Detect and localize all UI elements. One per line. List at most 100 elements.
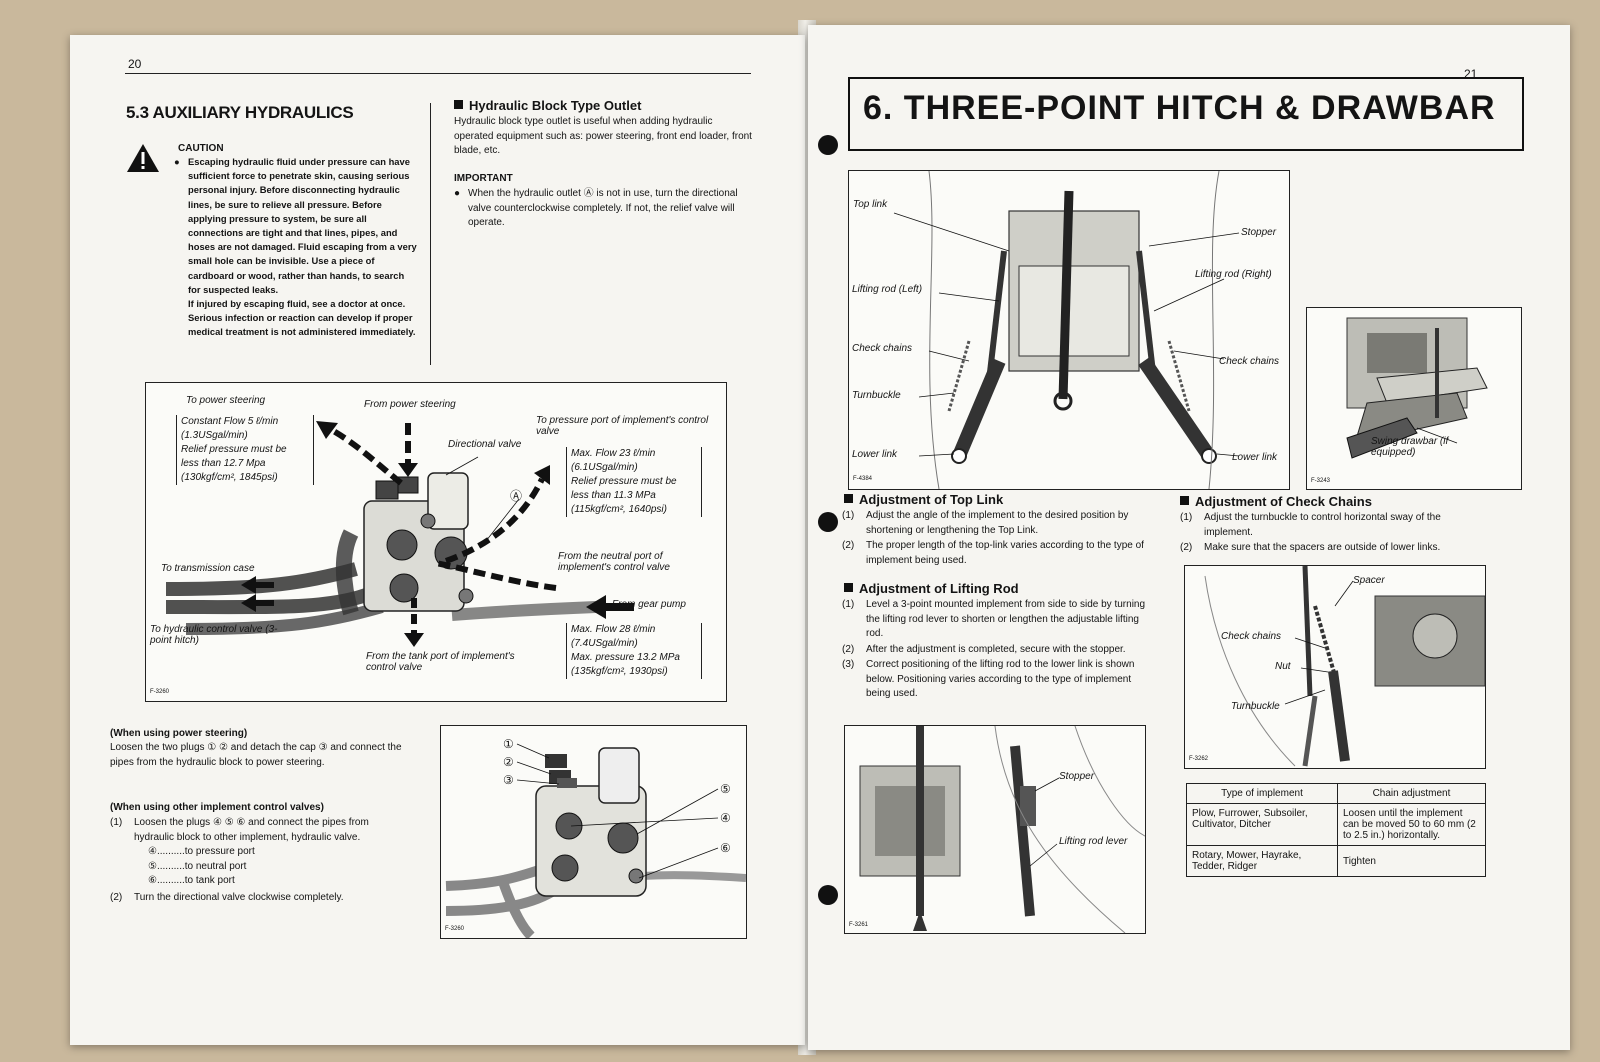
caution-icon <box>127 144 159 172</box>
table-cell: Loosen until the implement can be moved … <box>1337 803 1486 846</box>
label-swing-drawbar: Swing drawbar (if equipped) <box>1371 436 1449 458</box>
step-number: (2) <box>842 540 855 551</box>
table-header: Type of implement <box>1186 783 1338 804</box>
spec-line: Max. Flow 23 ℓ/min <box>571 448 656 459</box>
figure-number: F-3262 <box>1189 756 1209 762</box>
important-heading: IMPORTANT <box>454 173 513 184</box>
table-row: Plow, Furrower, Subsoiler, Cultivator, D… <box>1186 803 1486 846</box>
step: (3) Correct positioning of the lifting ro… <box>842 658 1152 702</box>
outlet-heading-text: Hydraulic Block Type Outlet <box>469 98 642 113</box>
callout-6: ⑥ <box>720 841 731 855</box>
port-item: ⑥..........to tank port <box>148 875 235 886</box>
column-divider <box>430 103 431 365</box>
step-number: (2) <box>110 891 123 903</box>
chapter-title-box <box>848 77 1524 151</box>
figure-number: F-4384 <box>853 476 873 482</box>
hitch-drawing <box>893 171 1240 489</box>
label-to-hydraulic-control: To hydraulic control valve (3-point hitc… <box>150 624 278 646</box>
binder-hole <box>818 885 838 905</box>
power-steering-text: Loosen the two plugs ① ② and detach the … <box>110 742 402 768</box>
important-body: When the hydraulic outlet Ⓐ is not in us… <box>468 188 738 228</box>
label-check-chains-left: Check chains <box>852 343 913 354</box>
step: (1) Adjust the turnbuckle to control hori… <box>1180 511 1490 540</box>
callout-2: ② <box>503 755 514 769</box>
spec-line: (7.4USgal/min) <box>571 638 638 649</box>
hydraulic-block-drawing <box>165 421 634 647</box>
label-from-gear-pump: From gear pump <box>612 599 686 610</box>
label-nut: Nut <box>1275 661 1291 672</box>
other-valves-heading: (When using other implement control valv… <box>110 802 324 813</box>
label-lower-link-left: Lower link <box>852 449 898 460</box>
lifting-rod-drawing <box>859 726 1145 933</box>
label-outlet-a: Ⓐ <box>510 489 523 503</box>
label-turnbuckle: Turnbuckle <box>852 390 901 401</box>
figure-number: F-3260 <box>445 926 465 932</box>
lifting-rod-diagram: Stopper Lifting rod lever F-3261 <box>844 725 1146 934</box>
drawbar-drawing <box>1346 317 1488 459</box>
table-cell: Rotary, Mower, Hayrake, Tedder, Ridger <box>1186 845 1338 877</box>
label-from-tank-port: From the tank port of implement's contro… <box>366 651 515 673</box>
swing-drawbar-diagram: Swing drawbar (if equipped) F-3243 <box>1306 307 1522 490</box>
figure-number: F-3243 <box>1311 478 1331 484</box>
step-number: (1) <box>1180 512 1193 523</box>
step-number: (1) <box>110 817 123 828</box>
spec-line: (115kgf/cm², 1640psi) <box>571 504 667 515</box>
table-cell: Tighten <box>1337 845 1486 877</box>
check-chains-heading-text: Adjustment of Check Chains <box>1195 494 1372 509</box>
label-check-chains: Check chains <box>1221 631 1282 642</box>
chain-adjustment-table: Type of implement Chain adjustment Plow,… <box>1186 783 1486 877</box>
step: (1)Adjust the angle of the implement to … <box>842 509 1152 538</box>
label-to-transmission: To transmission case <box>161 563 255 574</box>
callout-1: ① <box>503 737 514 751</box>
spec-gear-pump: Max. Flow 28 ℓ/min (7.4USgal/min) Max. p… <box>566 623 702 679</box>
caution-text: ●Escaping hydraulic fluid under pressure… <box>174 155 418 340</box>
left-page: 20 5.3 AUXILIARY HYDRAULICS CAUTION ●Esc… <box>70 35 805 1045</box>
binder-hole <box>818 135 838 155</box>
step-number: (1) <box>842 599 855 610</box>
important-text: ●When the hydraulic outlet Ⓐ is not in u… <box>454 188 738 228</box>
label-to-pressure-port: To pressure port of implement's control … <box>536 415 709 437</box>
step-number: (1) <box>842 510 855 521</box>
step-text: Make sure that the spacers are outside o… <box>1204 542 1441 553</box>
step-text: The proper length of the top-link varies… <box>866 540 1144 566</box>
port-item: ⑤..........to neutral port <box>148 860 247 872</box>
step-text: Level a 3-point mounted implement from s… <box>866 599 1146 639</box>
top-link-steps: (1)Adjust the angle of the implement to … <box>842 509 1152 569</box>
hydraulic-outlet-diagram: To power steering From power steering To… <box>145 382 727 702</box>
label-turnbuckle: Turnbuckle <box>1231 701 1280 712</box>
callout-5: ⑤ <box>720 782 731 796</box>
outlet-text: Hydraulic block type outlet is useful wh… <box>454 116 752 156</box>
step-number: (2) <box>842 643 855 655</box>
check-chains-drawing <box>1204 566 1485 767</box>
label-stopper: Stopper <box>1241 227 1277 238</box>
label-from-power-steering: From power steering <box>364 399 456 410</box>
spec-line: (1.3USgal/min) <box>181 430 248 441</box>
label-spacer: Spacer <box>1353 575 1385 586</box>
label-stopper: Stopper <box>1059 771 1095 782</box>
step-text: Turn the directional valve clockwise com… <box>134 891 344 903</box>
step-text: Adjust the turnbuckle to control horizon… <box>1204 512 1441 538</box>
block-plugs-drawing <box>445 743 746 938</box>
check-chains-heading: Adjustment of Check Chains <box>1180 494 1372 509</box>
step-text: Correct positioning of the lifting rod t… <box>866 659 1135 699</box>
spec-line: Constant Flow 5 ℓ/min <box>181 416 279 427</box>
check-chains-steps: (1) Adjust the turnbuckle to control hori… <box>1180 511 1490 557</box>
lifting-rod-steps: (1) Level a 3-point mounted implement fro… <box>842 598 1152 703</box>
binder-hole <box>818 512 838 532</box>
lifting-rod-heading-text: Adjustment of Lifting Rod <box>859 581 1019 596</box>
label-lifting-rod-left: Lifting rod (Left) <box>852 284 923 295</box>
bullet-square-icon <box>844 583 853 592</box>
label-lower-link-right: Lower link <box>1232 452 1278 463</box>
spec-line: Relief pressure must be <box>181 444 287 455</box>
check-chains-diagram: Spacer Check chains Nut Turnbuckle F-326… <box>1184 565 1486 769</box>
top-link-heading: Adjustment of Top Link <box>844 492 1003 507</box>
step-number: (3) <box>842 659 855 670</box>
spec-line: (135kgf/cm², 1930psi) <box>571 666 668 677</box>
table-row: Rotary, Mower, Hayrake, Tedder, Ridger T… <box>1186 845 1486 877</box>
label-directional-valve: Directional valve <box>448 439 522 450</box>
label-from-neutral-port: From the neutral port of implement's con… <box>558 551 670 573</box>
header-rule <box>125 73 751 74</box>
right-page: 21 6. THREE-POINT HITCH & DRAWBAR <box>808 25 1570 1050</box>
label-lifting-rod-lever: Lifting rod lever <box>1059 836 1128 847</box>
callout-4: ④ <box>720 811 731 825</box>
